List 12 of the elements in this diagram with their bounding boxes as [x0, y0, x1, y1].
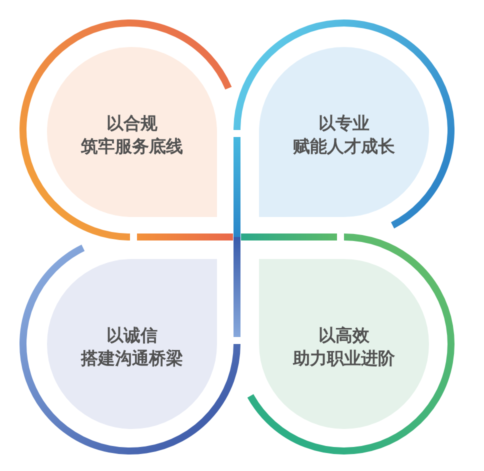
petal-text: 赋能人才成长 — [293, 136, 395, 159]
petal-shape — [259, 47, 429, 217]
petal-shape — [47, 47, 217, 217]
petal-shape — [47, 259, 217, 429]
petal-heading: 以合规 — [106, 113, 158, 136]
petal-text: 助力职业进阶 — [293, 348, 395, 371]
petal-heading: 以专业 — [318, 113, 370, 136]
petal-heading: 以诚信 — [106, 325, 158, 348]
petal-shape — [259, 259, 429, 429]
petal-text: 搭建沟通桥梁 — [81, 348, 183, 371]
petal-text: 筑牢服务底线 — [81, 136, 183, 159]
petal-heading: 以高效 — [318, 325, 370, 348]
